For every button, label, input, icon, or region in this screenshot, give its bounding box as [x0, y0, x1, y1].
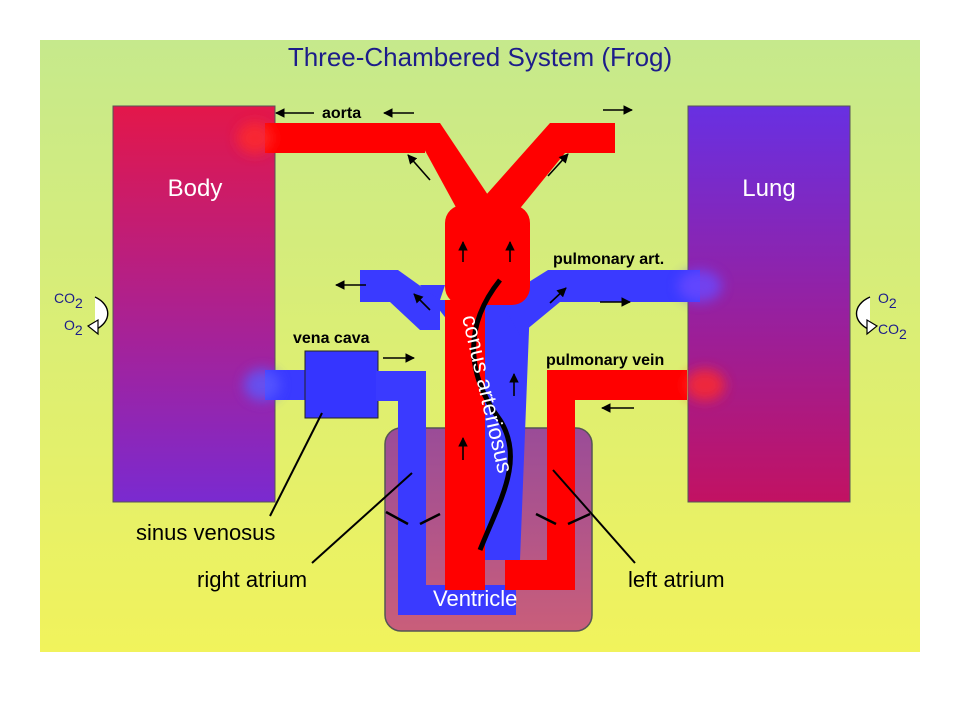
sinus-venosus-label: sinus venosus: [136, 520, 275, 545]
chamber-separators: [385, 510, 591, 526]
oxygenated-vessels: [265, 123, 687, 590]
body-gas-exchange: CO2 O2: [54, 290, 109, 338]
body-o2-label: O2: [64, 317, 83, 338]
body-block: [112, 105, 276, 503]
lung-co2-label: CO2: [878, 321, 907, 342]
ventricle-label: Ventricle: [433, 586, 517, 611]
left-atrium-label: left atrium: [628, 567, 725, 592]
lung-block: [687, 105, 851, 503]
pulmonary-art-label: pulmonary art.: [553, 251, 664, 268]
flow-arrows: [275, 105, 634, 460]
body-co2-label: CO2: [54, 290, 83, 311]
pointer-lines: [269, 412, 636, 564]
body-label: Body: [168, 175, 223, 202]
right-atrium-label: right atrium: [197, 567, 307, 592]
pulmonary-vein-label: pulmonary vein: [546, 352, 664, 369]
lung-o2-label: O2: [878, 290, 897, 311]
lung-gas-exchange: O2 CO2: [855, 290, 907, 342]
spiral-valve: [471, 278, 513, 551]
lung-label: Lung: [742, 175, 795, 202]
vena-cava-label: vena cava: [293, 330, 370, 347]
aorta-label: aorta: [322, 105, 361, 122]
diagram-title: Three-Chambered System (Frog): [288, 42, 672, 72]
